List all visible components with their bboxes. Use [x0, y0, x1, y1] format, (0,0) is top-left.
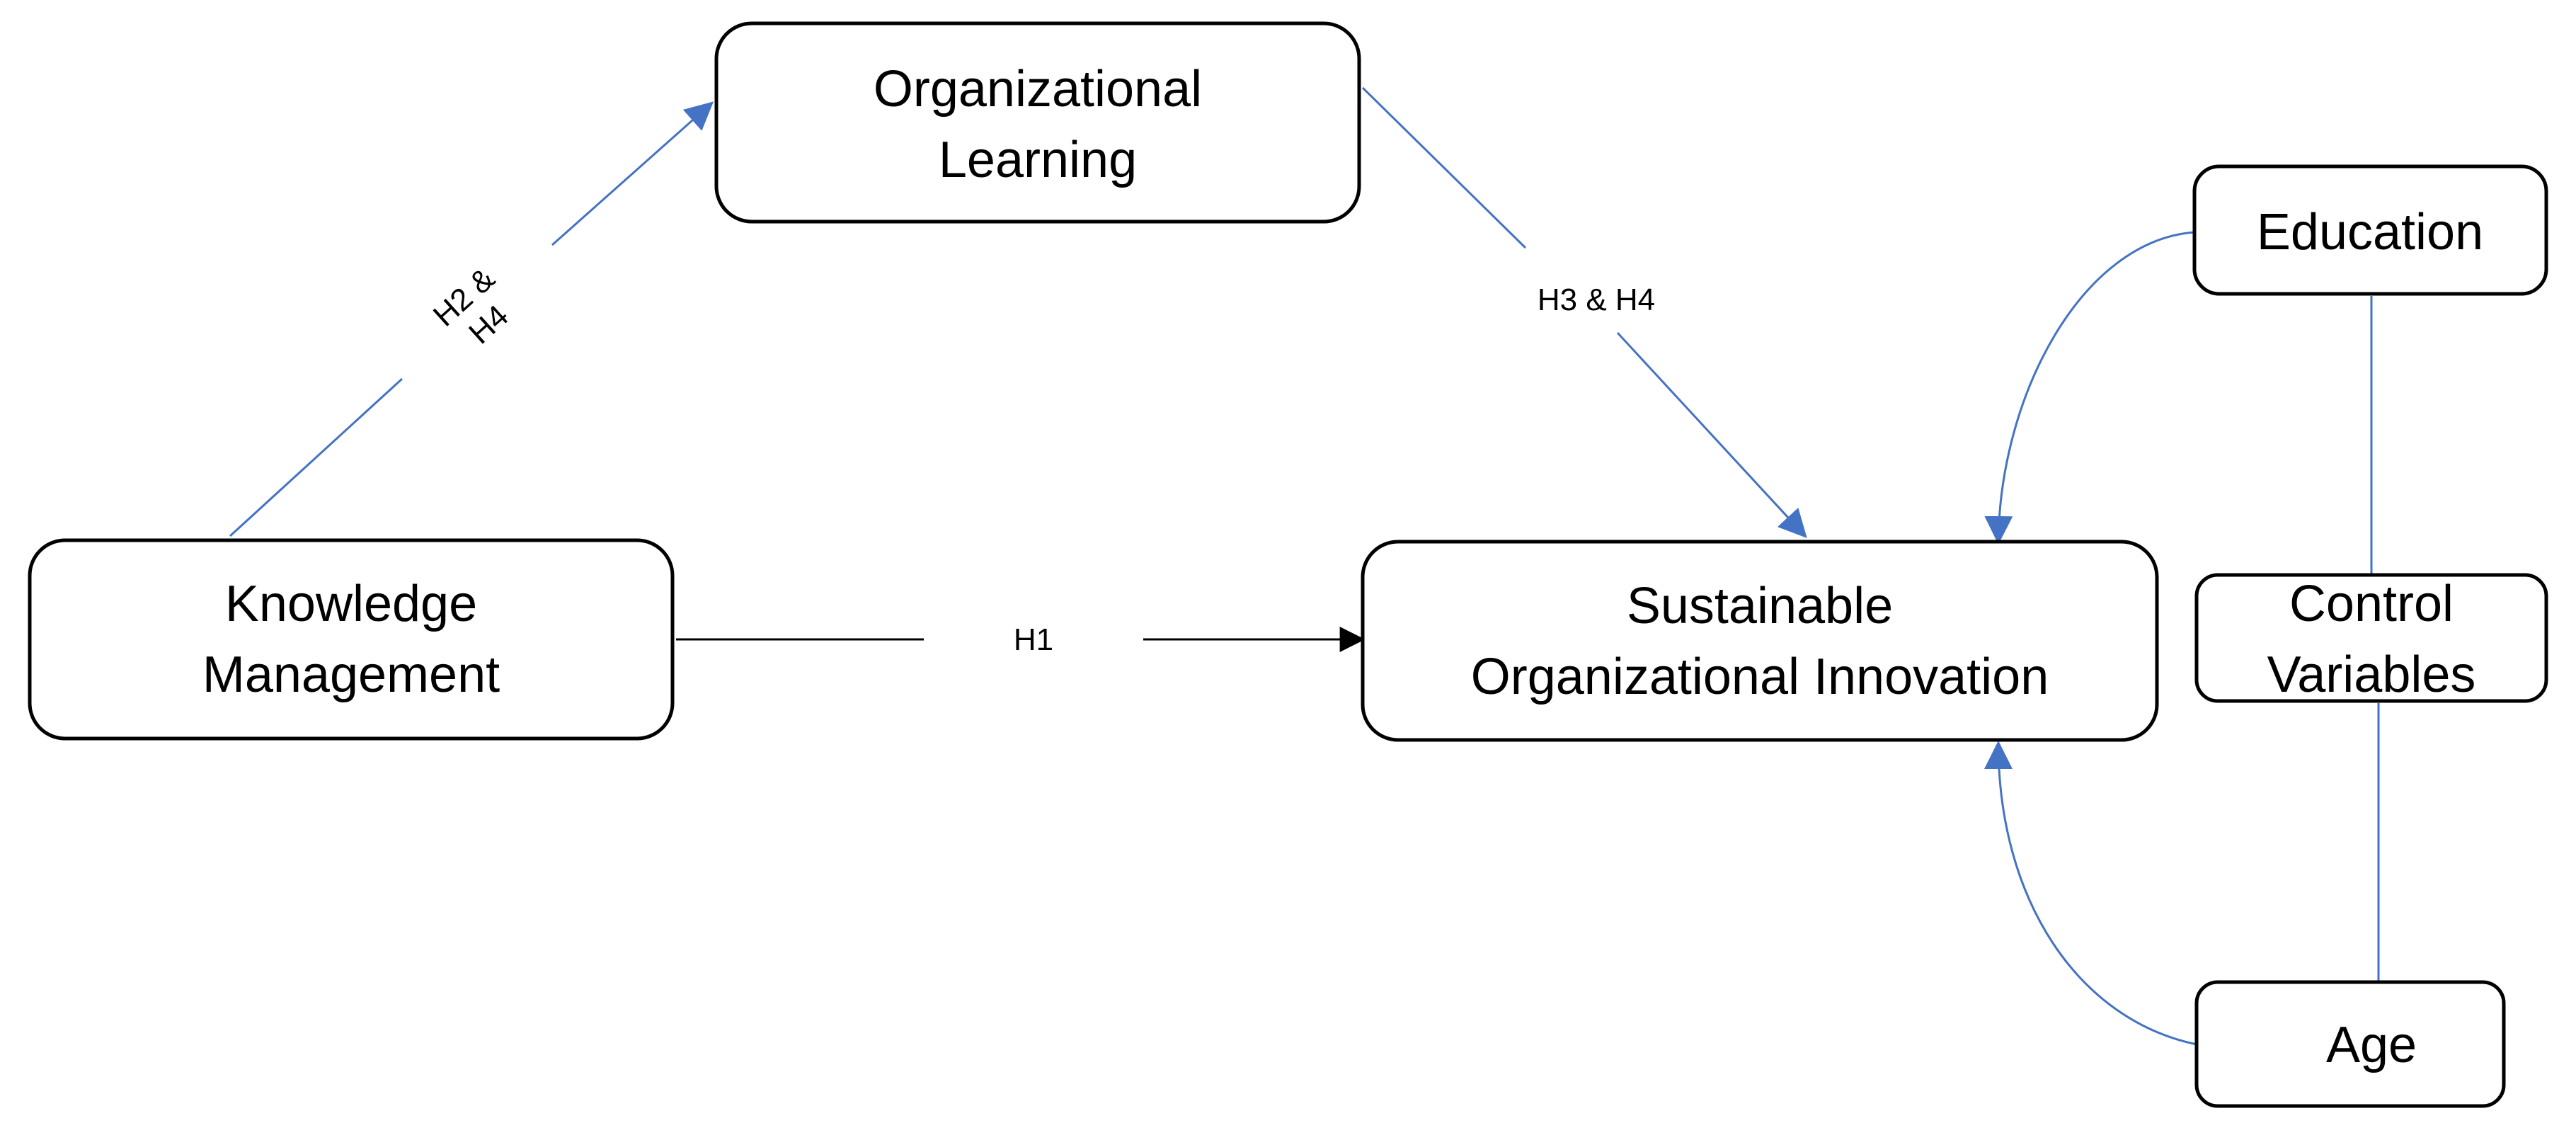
edge-h3-h4: H3 & H4 — [1361, 86, 1807, 538]
node-organizational-learning-line1: Organizational — [874, 61, 1202, 118]
node-organizational-learning-line2: Learning — [939, 132, 1137, 188]
edge-h1: H1 — [676, 622, 1366, 657]
node-organizational-learning: Organizational Learning — [714, 21, 1361, 224]
node-sustainable-innovation-line1: Sustainable — [1627, 578, 1893, 634]
node-sustainable-organizational-innovation: Sustainable Organizational Innovation — [1361, 540, 2159, 742]
edge-label-h3-h4: H3 & H4 — [1538, 283, 1655, 317]
node-education: Education — [2192, 164, 2548, 296]
node-sustainable-innovation-line2: Organizational Innovation — [1471, 649, 2049, 705]
node-knowledge-management-line1: Knowledge — [225, 576, 477, 632]
node-knowledge-management: Knowledge Management — [28, 538, 675, 741]
edge-h2-h4: H2 & H4 — [229, 101, 714, 537]
node-control-variables: Control Variables — [2194, 573, 2548, 703]
edge-education-to-innovation — [1984, 231, 2195, 545]
edge-label-h2-h4: H2 & H4 — [427, 261, 515, 351]
node-age-label: Age — [2326, 1017, 2417, 1073]
edge-label-h1: H1 — [1014, 622, 1053, 657]
node-education-label: Education — [2257, 204, 2483, 261]
node-age: Age — [2194, 980, 2506, 1108]
node-control-variables-line2: Variables — [2267, 646, 2476, 703]
edge-age-to-innovation — [1984, 741, 2197, 1046]
node-knowledge-management-line2: Management — [202, 646, 500, 703]
node-control-variables-line1: Control — [2289, 576, 2454, 632]
